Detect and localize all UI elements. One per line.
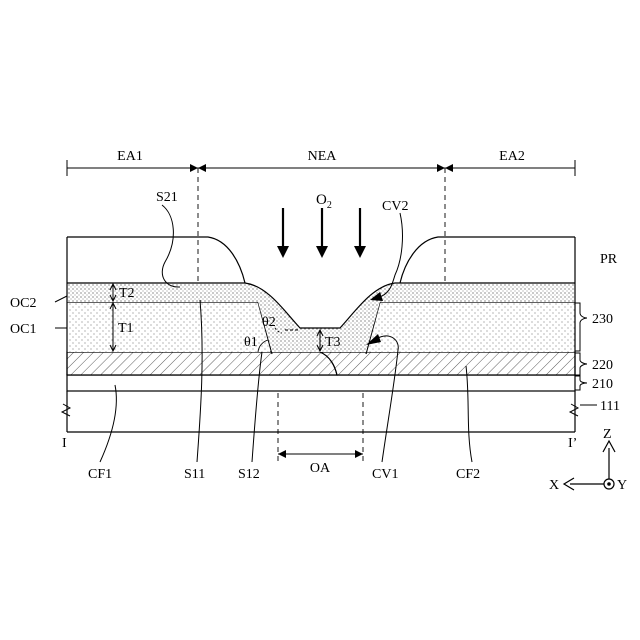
label-theta1: θ1 [244,335,258,350]
label-oc1: OC1 [10,322,36,337]
label-oa: OA [310,461,331,476]
layer-210 [67,375,575,391]
label-pr: PR [600,252,618,267]
label-i-left: I [62,436,67,451]
label-ea1: EA1 [117,149,143,164]
o2-plasma-arrows: O2 [277,192,366,258]
label-cv2: CV2 [382,199,408,214]
label-111: 111 [600,399,620,414]
color-filter-cf2 [320,352,575,375]
substrate-111 [62,391,578,432]
label-i-right: I’ [568,436,577,451]
oa-dimension: OA [278,450,363,476]
label-t3: T3 [325,335,341,350]
coordinate-axes: Z X Y [549,427,627,493]
label-s12: S12 [238,467,260,482]
color-filter-layer-220 [67,352,575,375]
label-axis-z: Z [603,427,612,442]
label-cv1: CV1 [372,467,398,482]
label-t1: T1 [118,321,134,336]
label-cf1: CF1 [88,467,112,482]
label-230: 230 [592,312,613,327]
label-cf2: CF2 [456,467,480,482]
label-ea2: EA2 [499,149,525,164]
label-t2: T2 [119,286,135,301]
region-dimension-line: EA1 NEA EA2 [67,149,575,176]
label-nea: NEA [308,149,338,164]
label-axis-x: X [549,478,559,493]
label-210: 210 [592,377,613,392]
label-s21: S21 [156,190,178,205]
label-s11: S11 [184,467,205,482]
label-oc2: OC2 [10,296,36,311]
label-theta2: θ2 [262,315,276,330]
label-axis-y: Y [617,478,627,493]
label-220: 220 [592,358,613,373]
label-o2: O2 [316,192,332,211]
